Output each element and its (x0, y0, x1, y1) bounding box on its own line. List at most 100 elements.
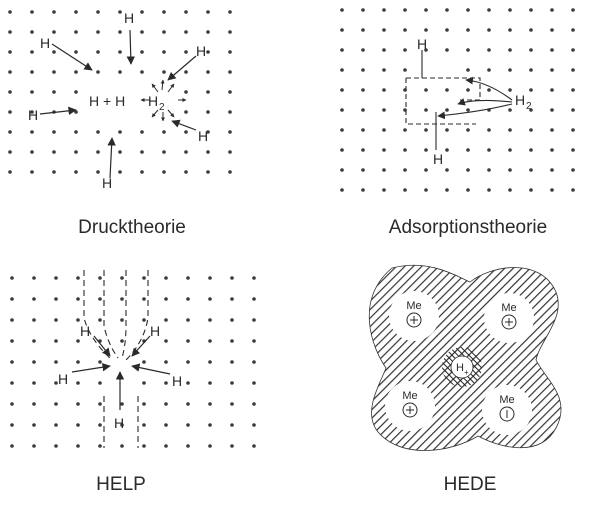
lattice-dot (96, 170, 100, 174)
lattice-dot (140, 30, 144, 34)
lattice-dot (30, 90, 34, 94)
lattice-dot (529, 108, 533, 112)
lattice-dot (382, 108, 386, 112)
lattice-dot (206, 150, 210, 154)
lattice-dot (208, 318, 212, 322)
lattice-dot (8, 30, 12, 34)
lattice-dot (228, 70, 232, 74)
lattice-dot (142, 423, 146, 427)
lattice-dot (98, 444, 102, 448)
lattice-dot (340, 88, 344, 92)
lattice-dot (361, 148, 365, 152)
lattice-dot (186, 444, 190, 448)
lattice-dot (118, 70, 122, 74)
lattice-dot (571, 168, 575, 172)
lattice-dot (52, 70, 56, 74)
caption-hede: HEDE (444, 474, 497, 495)
lattice-dot (445, 168, 449, 172)
label-h: H (80, 323, 90, 339)
lattice-dot (445, 128, 449, 132)
arrow-h-top (126, 29, 135, 65)
arrow-h-left (39, 106, 77, 116)
lattice-dot (118, 150, 122, 154)
lattice-dot (252, 360, 256, 364)
lattice-dot (424, 28, 428, 32)
lattice-dot (424, 8, 428, 12)
lattice-dot (164, 423, 168, 427)
lattice-dot (550, 68, 554, 72)
metal-ions (402, 312, 517, 422)
lattice-dot (186, 402, 190, 406)
lattice-dot (466, 28, 470, 32)
lattice-dot (142, 297, 146, 301)
metal-label: Me (402, 390, 417, 402)
lattice-dot (466, 68, 470, 72)
label-h: H (417, 36, 427, 52)
lattice-dot (208, 381, 212, 385)
lattice-dot (252, 381, 256, 385)
lattice-dot (164, 276, 168, 280)
lattice-dot (340, 168, 344, 172)
lattice-dot (382, 68, 386, 72)
lattice-dot (445, 188, 449, 192)
lattice-dot (208, 297, 212, 301)
lattice-dot (487, 168, 491, 172)
lattice-dot (162, 10, 166, 14)
lattice-dot (186, 360, 190, 364)
lattice-dot (424, 128, 428, 132)
arrow-h (71, 363, 111, 373)
lattice-dot (32, 318, 36, 322)
lattice-dot (487, 48, 491, 52)
lattice-dot (529, 28, 533, 32)
lattice-dot (186, 423, 190, 427)
lattice-dot (74, 70, 78, 74)
lattice-dot (208, 402, 212, 406)
lattice-dot (403, 68, 407, 72)
lattice-dot (54, 423, 58, 427)
lattice-dot (340, 128, 344, 132)
lattice-dot (487, 148, 491, 152)
lattice-dot (361, 128, 365, 132)
lattice-dot (142, 276, 146, 280)
lattice-dot (10, 381, 14, 385)
lattice-dot (184, 70, 188, 74)
lattice-dot (74, 170, 78, 174)
lattice-dot (162, 50, 166, 54)
lattice-dot (403, 28, 407, 32)
lattice-dot (228, 10, 232, 14)
lattice-dot (30, 30, 34, 34)
arrow-h2 (465, 76, 513, 101)
lattice-dot (550, 8, 554, 12)
lattice-dot (361, 88, 365, 92)
lattice-dot (508, 88, 512, 92)
lattice-dot (30, 110, 34, 114)
lattice-dot (30, 150, 34, 154)
lattice-dot (184, 90, 188, 94)
lattice-dot (10, 339, 14, 343)
lattice-dot (361, 168, 365, 172)
lattice-dot (571, 148, 575, 152)
lattice-dot (228, 90, 232, 94)
lattice-dot (10, 423, 14, 427)
lattice-dot (142, 318, 146, 322)
lattice-dot (142, 444, 146, 448)
lattice-dot (445, 8, 449, 12)
caption-adsorptionstheorie: Adsorptionstheorie (389, 217, 547, 238)
lattice-dot (186, 339, 190, 343)
lattice-dot (361, 48, 365, 52)
lattice-dot (98, 318, 102, 322)
lattice-dot (120, 339, 124, 343)
lattice-dot (30, 70, 34, 74)
lattice-dot (571, 8, 575, 12)
lattice-dot (164, 297, 168, 301)
lattice-dot (206, 50, 210, 54)
lattice-dot (184, 130, 188, 134)
lattice-dot (228, 170, 232, 174)
lattice-dot (382, 128, 386, 132)
lattice-dot (445, 28, 449, 32)
arrow-h-upper-right (167, 55, 197, 81)
lattice-dot (32, 339, 36, 343)
lattice-dot (118, 130, 122, 134)
lattice-dot (508, 188, 512, 192)
